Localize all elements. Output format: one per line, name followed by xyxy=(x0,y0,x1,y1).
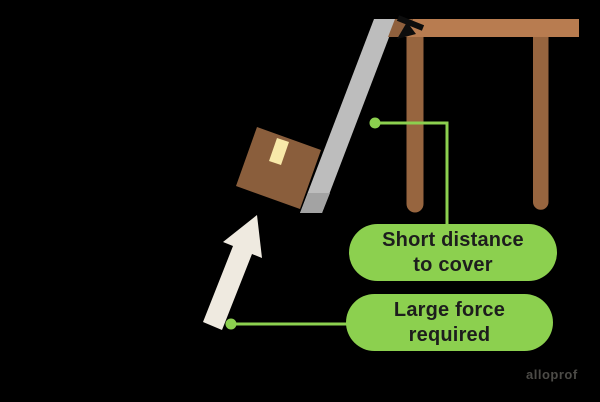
ramp-shadow-tip xyxy=(300,193,330,213)
alloprof-logo: alloprof xyxy=(526,367,578,382)
callout-large-force-text: Large force required xyxy=(394,298,505,348)
connector-line-short-distance xyxy=(375,121,449,226)
callout-short-distance: Short distance to cover xyxy=(349,224,557,281)
table-top xyxy=(406,19,579,37)
force-arrow xyxy=(203,215,262,330)
connector-short-distance xyxy=(369,117,449,226)
box xyxy=(236,127,321,209)
callout-large-force-line2: required xyxy=(408,323,491,346)
table-leg-left xyxy=(406,37,424,213)
connector-large-force xyxy=(225,318,350,330)
table-leg-right xyxy=(533,37,549,210)
connector-dot-short-distance xyxy=(369,117,381,129)
box-body xyxy=(236,127,321,209)
callout-large-force-line1: Large force xyxy=(393,298,506,321)
ramp xyxy=(300,19,396,213)
direction-arrow-bar xyxy=(396,15,425,31)
table xyxy=(388,19,579,213)
callout-short-distance-line1: Short distance xyxy=(382,228,524,251)
connector-dot-large-force xyxy=(225,318,237,330)
box-tape xyxy=(269,138,289,165)
direction-arrow-icon xyxy=(396,15,425,39)
direction-arrow-head xyxy=(397,22,416,39)
callout-short-distance-text: Short distance to cover xyxy=(382,228,524,278)
callout-large-force: Large force required xyxy=(346,294,553,351)
callout-short-distance-line2: to cover xyxy=(413,253,493,276)
